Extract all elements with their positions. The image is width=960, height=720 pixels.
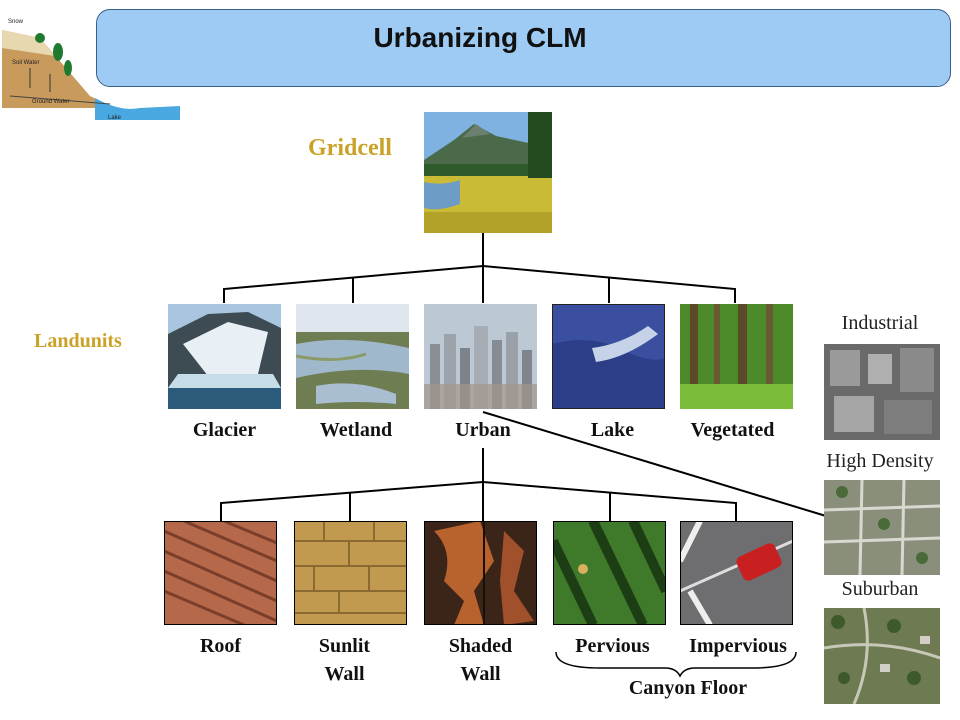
- column-label-roof-line1: Roof: [199, 635, 242, 657]
- pervious-image: [553, 521, 666, 625]
- lake-image: [552, 304, 665, 409]
- industrial-image: [824, 344, 940, 440]
- landunit-label-urban: Urban: [455, 419, 511, 441]
- landunit-label-lake: Lake: [590, 419, 635, 441]
- column-label-shaded-line2: Wall: [460, 663, 501, 685]
- column-label-sunlit-line2: Wall: [324, 663, 365, 685]
- column-label-impervious-line1: Impervious: [689, 635, 787, 657]
- landunit-label-wetland: Wetland: [319, 419, 393, 441]
- urban-image: [424, 304, 537, 409]
- high-density-image: [824, 480, 940, 575]
- column-label-shaded-line1: Shaded: [448, 635, 513, 657]
- column-label-roof: Roof: [164, 632, 277, 660]
- vegetated-image: [680, 304, 793, 409]
- column-label-sunlit-wall: Sunlit Wall: [288, 632, 401, 688]
- page-title: Urbanizing CLM: [373, 22, 587, 53]
- logo-text-snow: Snow: [8, 19, 24, 25]
- column-label-shaded-wall: Shaded Wall: [424, 632, 537, 688]
- logo-text-ground: Ground Water: [32, 99, 69, 105]
- density-label-industrial: Industrial: [841, 312, 919, 334]
- gridcell-label: Gridcell: [308, 135, 392, 161]
- impervious-image: [680, 521, 793, 625]
- density-label-suburban: Suburban: [841, 578, 919, 600]
- logo-text-soil: Soil Water: [12, 60, 39, 66]
- landunit-label-vegetated: Vegetated: [690, 419, 775, 441]
- column-label-pervious-line1: Pervious: [575, 635, 650, 657]
- title-banner: [96, 9, 951, 87]
- glacier-image: [168, 304, 281, 409]
- shaded-wall-image: [424, 521, 537, 625]
- logo-text-lake: Lake: [108, 115, 122, 121]
- canyon-floor-label: Canyon Floor: [628, 677, 748, 699]
- suburban-image: [824, 608, 940, 704]
- density-label-high-density: High Density: [826, 450, 934, 472]
- sunlit-wall-image: [294, 521, 407, 625]
- hydrology-logo: Snow Soil Water Ground Water Lake: [2, 19, 180, 121]
- roof-image: [164, 521, 277, 625]
- landunits-label: Landunits: [34, 330, 122, 352]
- column-label-impervious: Impervious: [676, 632, 800, 660]
- landunit-label-glacier: Glacier: [192, 419, 257, 441]
- wetland-image: [296, 304, 409, 409]
- column-label-pervious: Pervious: [556, 632, 669, 660]
- column-label-sunlit-line1: Sunlit: [318, 635, 371, 657]
- gridcell-image: [424, 112, 552, 233]
